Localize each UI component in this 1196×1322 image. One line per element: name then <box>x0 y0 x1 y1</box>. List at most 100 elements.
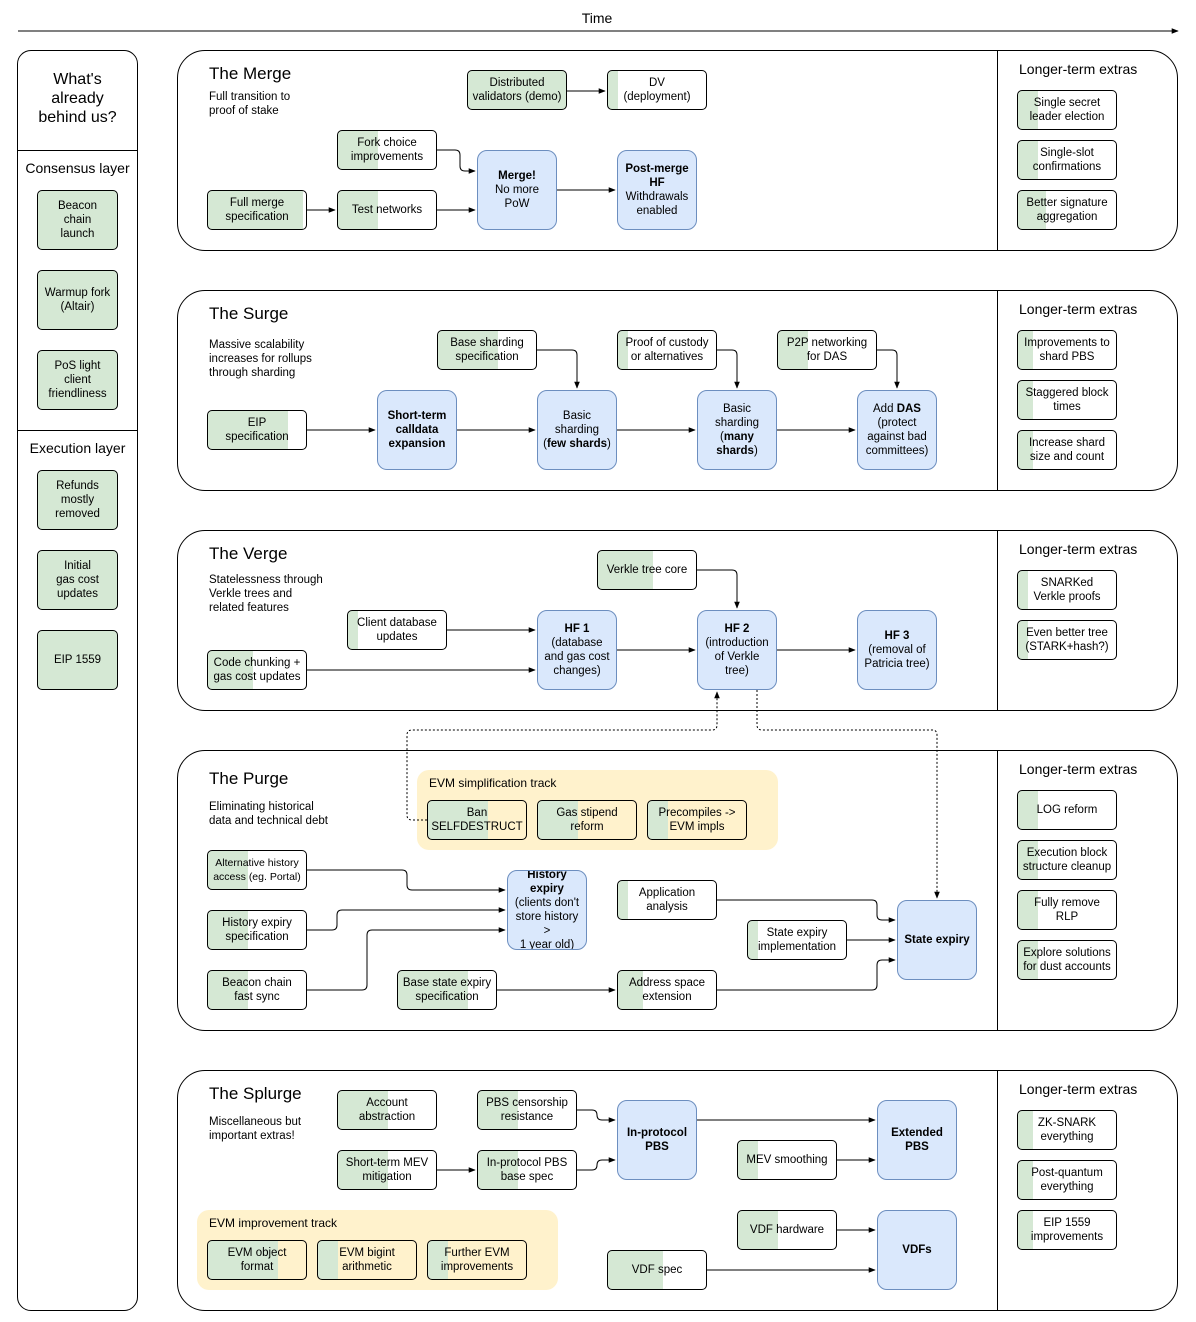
box-evm-object-format: EVM object format <box>207 1240 307 1280</box>
box-inprotocol-pbs: In-protocol PBS <box>617 1100 697 1180</box>
hf2-bold-label: HF 2 <box>724 623 750 635</box>
consensus-layer-label: Consensus layer <box>25 160 130 176</box>
box-merge: Merge! No more PoW <box>477 150 557 230</box>
left-item-refunds: Refunds mostly removed <box>37 470 118 530</box>
box-alt-history: Alternative history access (eg. Portal) <box>207 850 307 890</box>
left-divider-2 <box>17 430 138 431</box>
time-axis-label: Time <box>581 10 613 26</box>
box-distributed-validators: Distributed validators (demo) <box>467 70 567 110</box>
surge-extra-staggered: Staggered block times <box>1017 380 1117 420</box>
verge-extras-title: Longer-term extras <box>1019 541 1138 557</box>
verge-subtitle: Statelessness through Verkle trees and r… <box>209 574 323 614</box>
merge-bold-label: Merge! <box>498 170 536 182</box>
basic-few-label: Basic sharding (few shards) <box>543 409 611 451</box>
box-base-sharding-spec: Base sharding specification <box>437 330 537 370</box>
history-expiry-bold-label: History expiry <box>527 870 567 895</box>
box-base-state-expiry: Base state expiry specification <box>397 970 497 1010</box>
box-dv-deployment: DV (deployment) <box>607 70 707 110</box>
hf1-bold-label: HF 1 <box>564 623 590 635</box>
basic-many-text-bold: many shards <box>716 431 754 457</box>
left-item-beacon-chain-launch: Beacon chain launch <box>37 190 118 250</box>
surge-title: The Surge <box>209 304 289 323</box>
post-merge-bold-label: Post-merge HF <box>625 163 689 189</box>
basic-many-text-1: Basic sharding ( <box>714 403 760 443</box>
purge-extra-log-reform: LOG reform <box>1017 790 1117 830</box>
purge-extras-title: Longer-term extras <box>1019 761 1138 777</box>
basic-few-text-2: ) <box>607 438 611 450</box>
box-extended-pbs: Extended PBS <box>877 1100 957 1180</box>
box-inprotocol-pbs-spec: In-protocol PBS base spec <box>477 1150 577 1190</box>
box-account-abstraction: Account abstraction <box>337 1090 437 1130</box>
purge-extras-divider <box>997 750 998 1031</box>
box-add-das: Add DAS (protect against bad committees) <box>857 390 937 470</box>
purge-subtitle: Eliminating historical data and technica… <box>209 801 328 827</box>
merge-extras-title: Longer-term extras <box>1019 61 1138 77</box>
box-eip-spec: EIP specification <box>207 410 307 450</box>
verge-extra-better-tree: Even better tree (STARK+hash?) <box>1017 620 1117 660</box>
hf2-rest-label: (introduction of Verkle tree) <box>705 637 769 677</box>
box-evm-bigint: EVM bigint arithmetic <box>317 1240 417 1280</box>
purge-title: The Purge <box>209 769 289 788</box>
box-beacon-fast-sync: Beacon chain fast sync <box>207 970 307 1010</box>
box-hf3: HF 3 (removal of Patricia tree) <box>857 610 937 690</box>
box-basic-sharding-few: Basic sharding (few shards) <box>537 390 617 470</box>
evm-simplification-track-label: EVM simplification track <box>429 776 557 790</box>
surge-extras-divider <box>997 290 998 491</box>
box-app-analysis: Application analysis <box>617 880 717 920</box>
post-merge-rest-label: Withdrawals enabled <box>625 191 689 217</box>
surge-extra-shard-pbs: Improvements to shard PBS <box>1017 330 1117 370</box>
merge-extra-ssle: Single secret leader election <box>1017 90 1117 130</box>
merge-extras-divider <box>997 50 998 251</box>
box-full-merge-spec: Full merge specification <box>207 190 307 230</box>
splurge-extra-zk-snark: ZK-SNARK everything <box>1017 1110 1117 1150</box>
splurge-subtitle: Miscellaneous but important extras! <box>209 1116 302 1142</box>
box-proof-of-custody: Proof of custody or alternatives <box>617 330 717 370</box>
left-item-eip1559: EIP 1559 <box>37 630 118 690</box>
surge-panel <box>177 290 1178 491</box>
surge-extra-shard-size: Increase shard size and count <box>1017 430 1117 470</box>
purge-extra-block-cleanup: Execution block structure cleanup <box>1017 840 1117 880</box>
add-das-text-2: (protect against bad committees) <box>865 417 929 457</box>
box-precompiles: Precompiles -> EVM impls <box>647 800 747 840</box>
box-fork-choice: Fork choice improvements <box>337 130 437 170</box>
hf3-bold-label: HF 3 <box>884 630 910 642</box>
basic-few-text-bold: few shards <box>546 438 608 450</box>
basic-few-text-1: Basic sharding ( <box>543 410 600 450</box>
left-item-pos-light-client: PoS light client friendliness <box>37 350 118 410</box>
verge-extra-snarked-verkle: SNARKed Verkle proofs <box>1017 570 1117 610</box>
left-item-initial-gas: Initial gas cost updates <box>37 550 118 610</box>
purge-extra-dust-accounts: Explore solutions for dust accounts <box>1017 940 1117 980</box>
basic-many-text-2: ) <box>753 445 758 457</box>
box-history-expiry-spec: History expiry specification <box>207 910 307 950</box>
splurge-title: The Splurge <box>209 1084 302 1103</box>
hf3-rest-label: (removal of Patricia tree) <box>864 644 930 670</box>
surge-extras-title: Longer-term extras <box>1019 301 1138 317</box>
surge-subtitle: Massive scalability increases for rollup… <box>209 339 312 379</box>
box-state-expiry: State expiry <box>897 900 977 980</box>
box-pbs-censorship: PBS censorship resistance <box>477 1090 577 1130</box>
hf1-rest-label: (database and gas cost changes) <box>544 637 610 677</box>
basic-many-label: Basic sharding (many shards) <box>715 402 759 458</box>
box-p2p-das: P2P networking for DAS <box>777 330 877 370</box>
box-further-evm: Further EVM improvements <box>427 1240 527 1280</box>
splurge-extras-title: Longer-term extras <box>1019 1081 1138 1097</box>
merge-subtitle: Full transition to proof of stake <box>209 91 291 117</box>
box-vdf-hardware: VDF hardware <box>737 1210 837 1250</box>
box-ban-selfdestruct: Ban SELFDESTRUCT <box>427 800 527 840</box>
splurge-extra-post-quantum: Post-quantum everything <box>1017 1160 1117 1200</box>
box-mev-smoothing: MEV smoothing <box>737 1140 837 1180</box>
add-das-text-bold: DAS <box>896 403 921 415</box>
merge-rest-label: No more PoW <box>494 184 540 210</box>
add-das-label: Add DAS (protect against bad committees) <box>866 402 929 458</box>
evm-improvement-track-label: EVM improvement track <box>209 1216 338 1230</box>
left-divider-1 <box>17 150 138 151</box>
box-verkle-core: Verkle tree core <box>597 550 697 590</box>
left-header: What's already behind us? <box>38 71 117 126</box>
box-code-chunking: Code chunking + gas cost updates <box>207 650 307 690</box>
box-vdfs: VDFs <box>877 1210 957 1290</box>
box-vdf-spec: VDF spec <box>607 1250 707 1290</box>
box-history-expiry: History expiry (clients don't store hist… <box>507 870 587 950</box>
add-das-text-1: Add <box>873 403 897 415</box>
purge-extra-remove-rlp: Fully remove RLP <box>1017 890 1117 930</box>
splurge-extra-eip1559: EIP 1559 improvements <box>1017 1210 1117 1250</box>
